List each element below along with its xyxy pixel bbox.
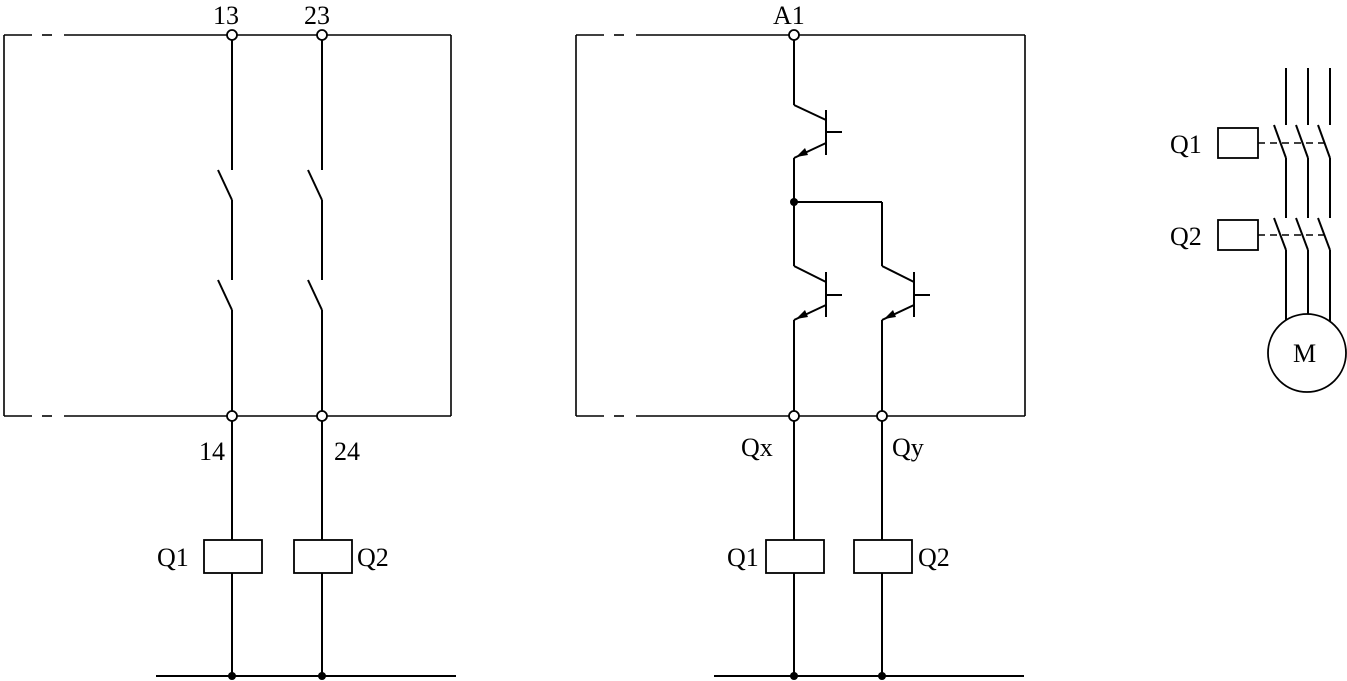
motor-label: M — [1293, 339, 1316, 368]
contactor-q1-label: Q1 — [1170, 130, 1202, 159]
transistor-t2 — [793, 265, 842, 321]
motor-circuit: Q1 Q2 M — [1170, 68, 1347, 393]
terminal-qx-label: Qx — [741, 433, 773, 462]
coil-q2-label: Q2 — [357, 543, 389, 572]
terminal-a1-label: A1 — [773, 1, 805, 30]
transistor-t3 — [881, 265, 930, 321]
transistor-t1 — [793, 104, 842, 159]
terminal-24 — [316, 410, 328, 422]
phase-lines — [1273, 68, 1331, 322]
junction-dot — [318, 672, 326, 680]
junction-dot — [790, 672, 798, 680]
coil-q1 — [203, 539, 263, 574]
relay-module: 13 23 14 24 Q1 Q2 — [3, 1, 456, 680]
terminal-qy — [876, 410, 888, 422]
contact-switch — [307, 279, 323, 311]
terminal-14-label: 14 — [199, 437, 225, 466]
contact-switch — [217, 279, 233, 311]
terminal-13 — [226, 29, 238, 41]
coil-q1-label: Q1 — [727, 543, 759, 572]
coil-q1-label: Q1 — [157, 543, 189, 572]
contact-switch — [217, 169, 233, 201]
relay-channel-1 — [217, 40, 233, 676]
terminal-23 — [316, 29, 328, 41]
terminal-13-label: 13 — [213, 1, 239, 30]
relay-channel-2 — [307, 40, 323, 676]
transistor-module: A1 Qx Qy Q1 Q2 — [575, 1, 1026, 680]
terminal-qx — [788, 410, 800, 422]
coil-q1 — [765, 539, 825, 574]
terminal-23-label: 23 — [304, 1, 330, 30]
coil-q2 — [853, 539, 913, 574]
junction-dot — [228, 672, 236, 680]
relay-module-outline — [3, 34, 452, 417]
terminal-14 — [226, 410, 238, 422]
contactor-q1-coil — [1217, 127, 1259, 159]
transistor-module-outline — [575, 34, 1026, 417]
contactor-q2-label: Q2 — [1170, 222, 1202, 251]
terminal-24-label: 24 — [334, 437, 360, 466]
motor-symbol — [1267, 313, 1347, 393]
contact-switch — [307, 169, 323, 201]
terminal-qy-label: Qy — [892, 433, 924, 462]
coil-q2-label: Q2 — [918, 543, 950, 572]
terminal-a1 — [788, 29, 800, 41]
junction-dot — [878, 672, 886, 680]
contactor-q2-coil — [1217, 219, 1259, 251]
coil-q2 — [293, 539, 353, 574]
